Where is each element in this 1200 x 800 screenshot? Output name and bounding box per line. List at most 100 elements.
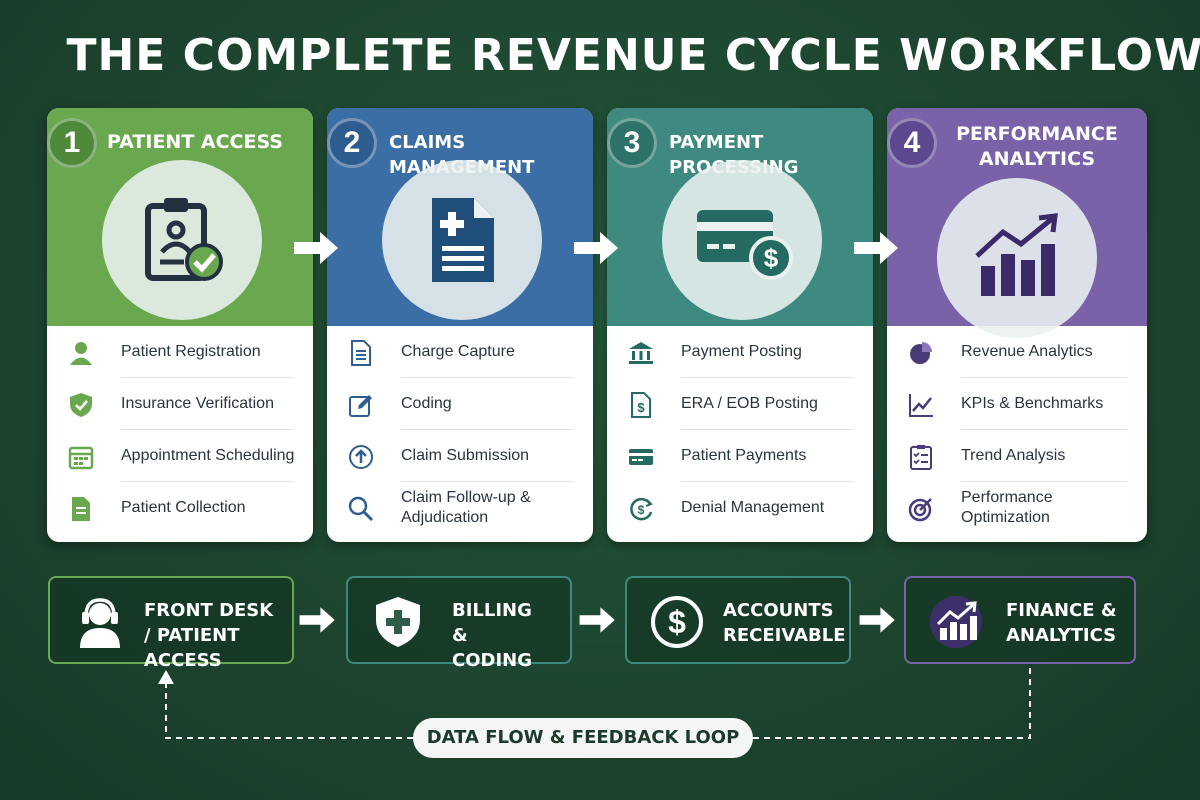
task-label: Insurance Verification (121, 395, 274, 412)
task-label: Patient Collection (121, 499, 246, 516)
list-item: Performance Optimization (887, 482, 1147, 534)
role-box-finance-analytics: FINANCE & ANALYTICS (904, 576, 1136, 664)
divider (681, 429, 853, 430)
stage-card-performance-analytics: PERFORMANCE ANALYTICS Revenue Analytics (887, 108, 1147, 542)
pencil-edit-icon (347, 391, 375, 419)
list-item: $ Denial Management (607, 482, 873, 534)
task-label: Performance Optimization (961, 489, 1053, 526)
list-item: KPIs & Benchmarks (887, 378, 1147, 430)
divider (681, 481, 853, 482)
role-label: FINANCE & ANALYTICS (1006, 600, 1117, 646)
divider (401, 377, 573, 378)
step-number-badge: 1 (47, 118, 97, 168)
medical-document-icon (382, 160, 542, 320)
list-item: Patient Registration (47, 326, 313, 378)
dollar-circle-icon: $ (649, 594, 705, 650)
page-title: THE COMPLETE REVENUE CYCLE WORKFLOW (66, 30, 1200, 81)
task-label: Claim Submission (401, 447, 530, 464)
stage-header: CLAIMS MANAGEMENT (327, 108, 593, 326)
target-icon (907, 495, 935, 523)
task-label: Coding (401, 395, 452, 412)
role-label: BILLING & CODING (452, 600, 532, 671)
flow-arrow-icon (294, 232, 338, 264)
line-chart-icon (907, 391, 935, 419)
role-box-billing-coding: BILLING & CODING (346, 576, 572, 671)
svg-text:$: $ (764, 243, 779, 273)
divider (681, 377, 853, 378)
bar-chart-trend-icon (937, 178, 1097, 338)
list-item: $ ERA / EOB Posting (607, 378, 873, 430)
task-label: Patient Registration (121, 343, 261, 360)
upload-arrow-icon (347, 443, 375, 471)
list-item: Payment Posting (607, 326, 873, 378)
list-item: Patient Collection (47, 482, 313, 534)
stage-card-claims-management: CLAIMS MANAGEMENT Charge Capture (327, 108, 593, 542)
list-item: Patient Payments (607, 430, 873, 482)
bank-icon (627, 339, 655, 367)
role-label: ACCOUNTS RECEIVABLE (723, 600, 846, 646)
divider (121, 429, 293, 430)
stage-header: PAYMENT PROCESSING $ (607, 108, 873, 326)
person-icon (67, 339, 95, 367)
growth-chart-icon (928, 594, 984, 650)
checklist-icon (907, 443, 935, 471)
headset-person-icon (72, 594, 128, 650)
list-item: Claim Follow-up & Adjudication (327, 482, 593, 534)
task-label: Appointment Scheduling (121, 447, 295, 464)
step-number-badge: 4 (887, 118, 937, 168)
role-box-accounts-receivable: $ ACCOUNTS RECEIVABLE (625, 576, 851, 664)
flow-arrow-icon (574, 232, 618, 264)
stage-title: PATIENT ACCESS (107, 131, 283, 153)
flow-arrow-icon (299, 607, 335, 633)
task-label: Patient Payments (681, 447, 807, 464)
role-box-front-desk: FRONT DESK / PATIENT ACCESS (48, 576, 294, 671)
divider (961, 481, 1127, 482)
calendar-icon (67, 443, 95, 471)
credit-card-icon (627, 443, 655, 471)
task-label: Denial Management (681, 499, 825, 516)
divider (121, 377, 293, 378)
flow-arrow-icon (859, 607, 895, 633)
divider (401, 429, 573, 430)
stage-task-list: Payment Posting $ ERA / EOB Posting Pati… (607, 326, 873, 534)
list-item: Insurance Verification (47, 378, 313, 430)
dollar-cycle-icon: $ (627, 495, 655, 523)
role-label: FRONT DESK / PATIENT ACCESS (144, 600, 274, 671)
shield-cross-icon (370, 594, 426, 650)
shield-check-icon (67, 391, 95, 419)
document-icon (67, 495, 95, 523)
list-item: Trend Analysis (887, 430, 1147, 482)
task-label: ERA / EOB Posting (681, 395, 818, 412)
svg-text:$: $ (668, 604, 686, 640)
task-label: Charge Capture (401, 343, 515, 360)
document-lines-icon (347, 339, 375, 367)
step-number-badge: 2 (327, 118, 377, 168)
stage-title: PERFORMANCE ANALYTICS (956, 123, 1118, 170)
divider (961, 377, 1127, 378)
list-item: Appointment Scheduling (47, 430, 313, 482)
stage-card-patient-access: PATIENT ACCESS Patient Registration (47, 108, 313, 542)
flow-arrow-icon (579, 607, 615, 633)
clipboard-check-icon (102, 160, 262, 320)
stage-task-list: Patient Registration Insurance Verificat… (47, 326, 313, 534)
list-item: Claim Submission (327, 430, 593, 482)
stage-card-payment-processing: PAYMENT PROCESSING $ Payment Posting $ (607, 108, 873, 542)
svg-text:$: $ (638, 503, 645, 517)
stage-header: PATIENT ACCESS (47, 108, 313, 326)
task-label: Trend Analysis (961, 447, 1066, 464)
task-label: KPIs & Benchmarks (961, 395, 1104, 412)
flow-arrow-icon (854, 232, 898, 264)
feedback-loop-label: DATA FLOW & FEEDBACK LOOP (413, 718, 753, 758)
svg-text:$: $ (637, 400, 645, 415)
credit-card-dollar-icon: $ (662, 160, 822, 320)
divider (401, 481, 573, 482)
list-item: Revenue Analytics (887, 326, 1147, 378)
divider (121, 481, 293, 482)
pie-chart-icon (907, 339, 935, 367)
task-label: Revenue Analytics (961, 343, 1093, 360)
task-label: Payment Posting (681, 343, 802, 360)
list-item: Charge Capture (327, 326, 593, 378)
task-label: Claim Follow-up & Adjudication (401, 489, 531, 526)
dollar-document-icon: $ (627, 391, 655, 419)
magnifier-icon (347, 495, 375, 523)
